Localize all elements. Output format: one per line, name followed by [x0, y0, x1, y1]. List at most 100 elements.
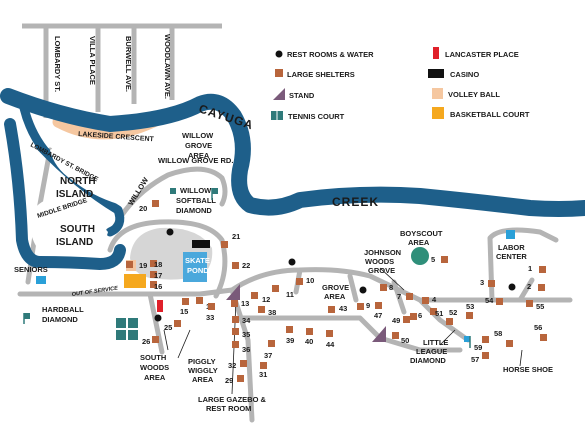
grove-area-1: GROVE	[322, 283, 349, 292]
water-creek: CREEK	[332, 195, 379, 209]
shelter-icon	[232, 341, 239, 348]
shelter-icon	[466, 312, 473, 319]
shelter-number: 8	[389, 283, 393, 292]
skate-pond-2: POND	[187, 266, 209, 275]
seniors-building	[36, 276, 46, 284]
little-league-1: LITTLE	[423, 338, 448, 347]
shelter-12: 12	[251, 292, 270, 304]
shelter-number: 59	[474, 343, 482, 352]
shelter-16: 16	[150, 281, 162, 291]
shelter-number: 32	[228, 361, 236, 370]
tennis-courts	[116, 318, 138, 340]
shelter-number: 4	[432, 295, 437, 304]
shelter-icon	[260, 362, 267, 369]
shelter-number: 54	[485, 296, 494, 305]
shelter-36: 36	[232, 341, 250, 354]
boyscout-area	[411, 247, 429, 265]
shelter-number: 47	[374, 311, 382, 320]
shelter-icon	[152, 336, 159, 343]
shelter-icon	[306, 328, 313, 335]
shelter-number: 36	[242, 345, 250, 354]
shelter-number: 37	[264, 351, 272, 360]
shelter-number: 40	[305, 337, 313, 346]
willow-grove-marker	[170, 188, 176, 194]
shelter-icon	[268, 340, 275, 347]
legend-lancaster: LANCASTER PLACE	[445, 50, 519, 59]
legend: REST ROOMS & WATER LARGE SHELTERS STAND …	[271, 47, 530, 121]
shelter-number: 56	[534, 323, 542, 332]
shelter-icon	[326, 330, 333, 337]
shelter-icon	[410, 313, 417, 320]
shelter-59: 59	[474, 336, 489, 352]
casino-icon	[428, 69, 444, 78]
shelter-22: 22	[232, 261, 250, 270]
shelter-39: 39	[286, 326, 294, 345]
hardball-marker	[24, 313, 30, 319]
shelter-icon	[272, 285, 279, 292]
shelter-icon	[150, 281, 157, 288]
shelter-icon	[392, 332, 399, 339]
shelter-number: 16	[154, 282, 162, 291]
shelter-number: 7	[397, 292, 401, 301]
shelter-18: 18	[150, 260, 162, 269]
shelter-icon	[538, 284, 545, 291]
willow-softball-2: SOFTBALL	[176, 196, 216, 205]
shelter-32: 32	[228, 360, 247, 370]
willow-softball-3: DIAMOND	[176, 206, 212, 215]
shelter-2: 2	[527, 282, 545, 291]
shelter-icon	[488, 280, 495, 287]
shelter-56: 56	[534, 323, 547, 341]
shelter-icon	[286, 326, 293, 333]
south-island	[29, 197, 109, 253]
shelter-58: 58	[494, 329, 513, 347]
shelter-19: 19	[126, 261, 147, 270]
shelter-38: 38	[258, 306, 276, 317]
skate-pond	[183, 252, 207, 282]
shelter-number: 22	[242, 261, 250, 270]
shelter-icon	[526, 300, 533, 307]
skate-pond-1: SKATE	[185, 256, 210, 265]
shelter-number: 33	[206, 313, 214, 322]
shelter-icon	[275, 69, 283, 77]
legend-volleyball: VOLLEY BALL	[448, 90, 500, 99]
area-labels: NORTH ISLAND SOUTH ISLAND WILLOW GROVE A…	[14, 131, 553, 413]
volleyball-icon	[432, 88, 443, 99]
shelter-number: 57	[471, 355, 479, 364]
restroom-icon	[166, 228, 174, 236]
shelter-10: 10	[296, 276, 314, 285]
shelter-number: 19	[139, 261, 147, 270]
labor-1: LABOR	[498, 243, 525, 252]
willow-grove-area-1: WILLOW	[182, 131, 214, 140]
shelter-15: 15	[180, 298, 189, 316]
north-island-label: NORTH	[60, 176, 96, 187]
johnson-3: GROVE	[368, 266, 395, 275]
shelter-47: 47	[374, 302, 382, 320]
shelter-icon	[506, 340, 513, 347]
shelter-icon	[240, 360, 247, 367]
shelters: 1 2 3 4 5 6 7 8 9 10 11 12 13 14 15 16 1…	[126, 200, 547, 385]
shelter-icon	[403, 316, 410, 323]
stand-icon	[372, 326, 386, 342]
piggly-2: WIGGLY	[188, 366, 218, 375]
shelter-icon	[150, 271, 157, 278]
shelter-icon	[182, 298, 189, 305]
shelter-number: 18	[154, 260, 162, 269]
shelter-number: 44	[326, 340, 335, 349]
stand-icon	[226, 284, 240, 300]
shelter-number: 39	[286, 336, 294, 345]
south-woods-1: SOUTH	[140, 353, 166, 362]
shelter-3: 3	[480, 278, 495, 287]
shelter-icon	[446, 318, 453, 325]
restrooms	[154, 228, 516, 322]
south-island-label-2: ISLAND	[56, 237, 93, 248]
shelter-icon	[496, 298, 503, 305]
shelter-5: 5	[431, 255, 448, 264]
shelter-number: 51	[435, 309, 443, 318]
softball-diamond-marker	[212, 188, 218, 194]
shelter-icon	[357, 303, 364, 310]
shelter-icon	[152, 200, 159, 207]
shelter-number: 2	[527, 282, 531, 291]
south-woods-3: AREA	[144, 373, 166, 382]
legend-shelters: LARGE SHELTERS	[287, 70, 355, 79]
shelter-6: 6	[410, 311, 422, 320]
